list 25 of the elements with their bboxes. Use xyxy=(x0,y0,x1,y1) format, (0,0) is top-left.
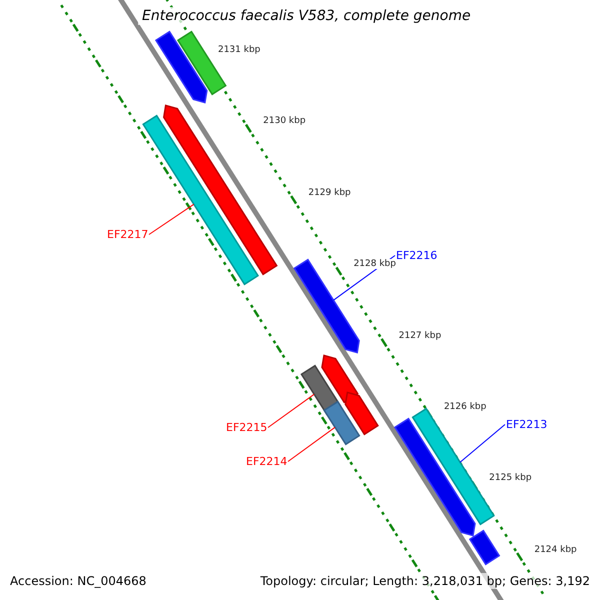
scale-label: 2125 kbp xyxy=(489,473,532,484)
leader-line xyxy=(460,424,506,463)
gene-label: EF2217 xyxy=(107,228,148,241)
gene-label: EF2214 xyxy=(246,455,288,468)
gene-label: EF2216 xyxy=(396,249,438,262)
gene-block xyxy=(154,30,208,104)
leader-line xyxy=(268,394,315,428)
scale-label: 2130 kbp xyxy=(263,116,306,126)
leader-line xyxy=(148,204,194,235)
scale-label: 2127 kbp xyxy=(398,330,442,341)
scale-label: 2126 kbp xyxy=(444,402,486,412)
gene-block xyxy=(323,400,360,446)
scale-label: 2124 kbp xyxy=(534,544,577,555)
gene-block xyxy=(394,418,476,537)
scale-label: 2131 kbp xyxy=(218,45,260,55)
gene-label: EF2213 xyxy=(506,418,548,431)
gene-label: EF2215 xyxy=(226,421,268,434)
scale-label: 2128 kbp xyxy=(354,259,396,270)
scale-label: 2129 kbp xyxy=(308,188,351,198)
footer-note: Accession: NC_004668 xyxy=(8,573,148,589)
gene-block xyxy=(344,391,379,436)
gene-block xyxy=(468,530,500,566)
gene-block xyxy=(321,354,359,404)
footer-note: Topology: circular; Length: 3,218,031 bp; Genes: 3,192 xyxy=(258,573,592,589)
leader-line xyxy=(288,426,336,462)
